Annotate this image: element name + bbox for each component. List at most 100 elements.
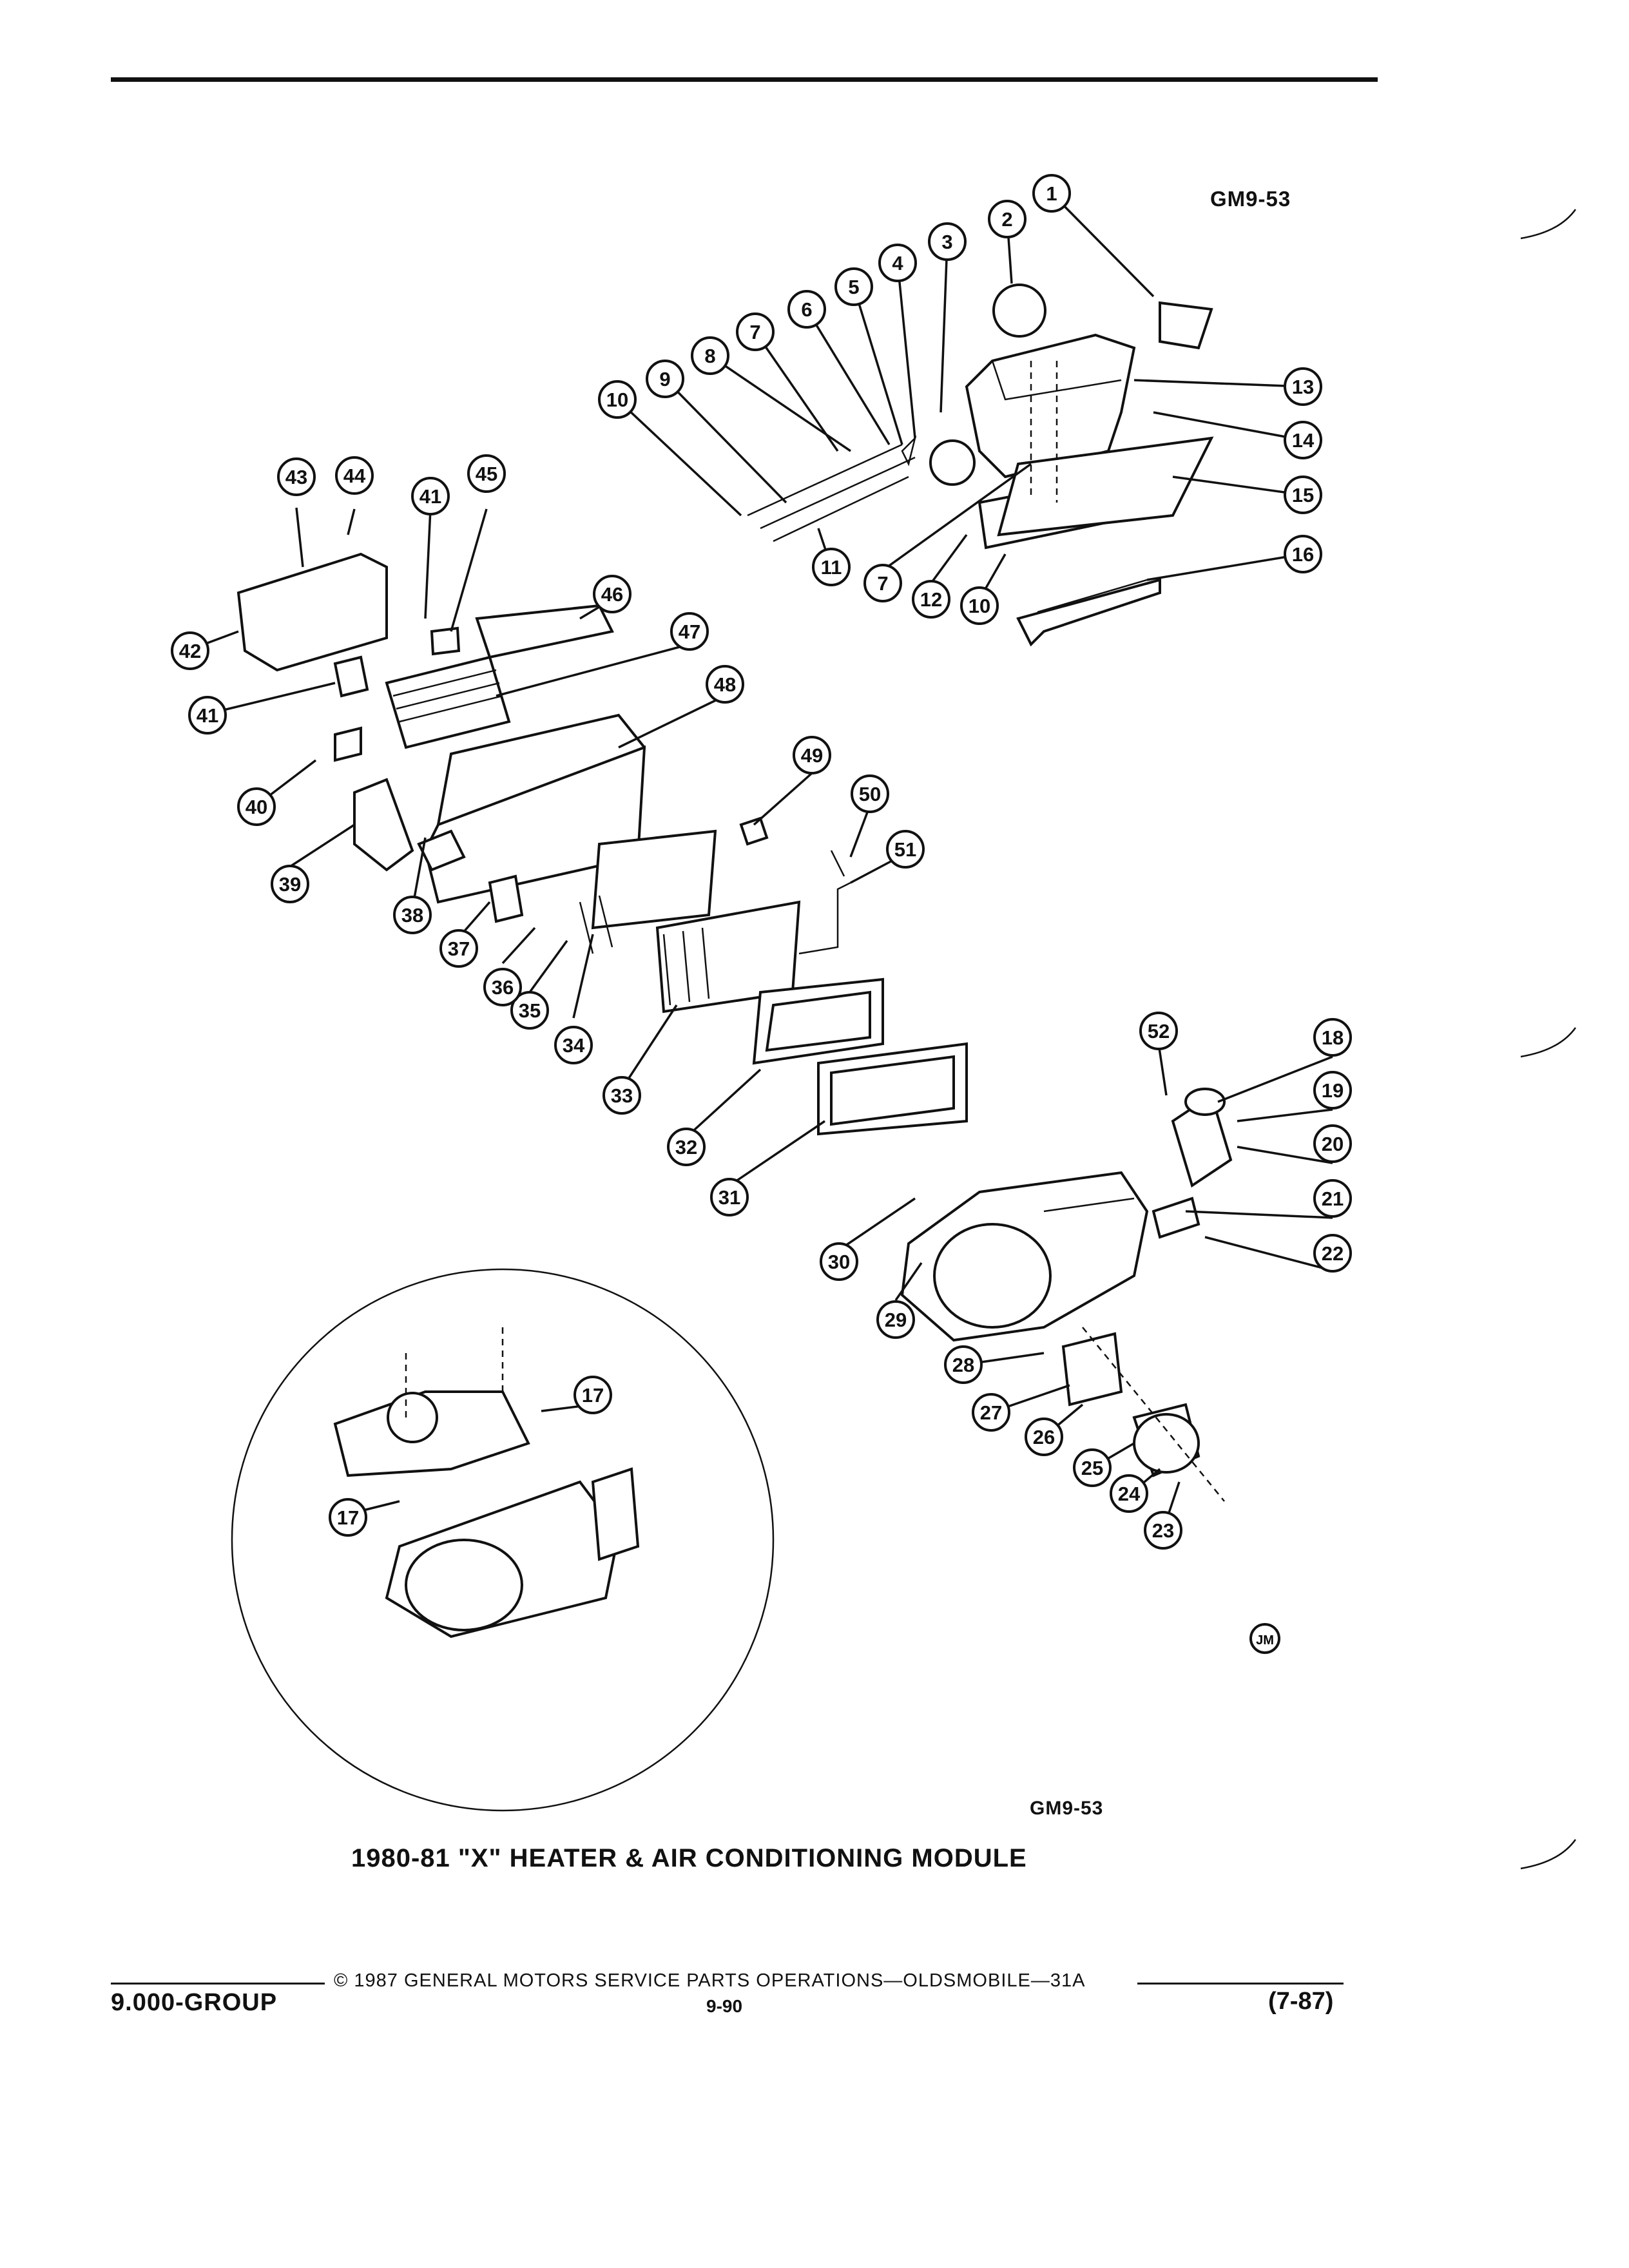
callout-circle: [863, 564, 902, 602]
callout-40: 40: [237, 787, 276, 826]
callout-number: 11: [821, 556, 842, 579]
callout-circle: [691, 336, 729, 375]
callout-circle: [483, 968, 522, 1006]
footer-rule-left: [111, 1983, 325, 1984]
callout-17: 17: [574, 1376, 612, 1414]
callout-number: 23: [1152, 1519, 1174, 1542]
callout-32: 32: [667, 1128, 706, 1166]
callout-circle: [188, 696, 227, 735]
callout-17: 17: [329, 1498, 367, 1537]
callout-number: 35: [519, 999, 541, 1022]
callout-circle: [237, 787, 276, 826]
callout-number: 5: [848, 276, 859, 298]
callout-31: 31: [710, 1178, 749, 1216]
callout-circle: [574, 1376, 612, 1414]
callout-43: 43: [277, 457, 316, 496]
callout-number: 4: [892, 252, 903, 274]
figure-code-top: GM9-53: [1210, 187, 1291, 211]
callout-circle: [277, 457, 316, 496]
callout-15: 15: [1284, 476, 1322, 514]
callout-circle: [928, 222, 967, 261]
callout-6: 6: [787, 290, 826, 329]
callout-number: 41: [197, 704, 218, 727]
callout-number: 25: [1081, 1457, 1103, 1479]
callout-circle: [1144, 1511, 1182, 1550]
callout-number: 27: [980, 1401, 1002, 1424]
callout-19: 19: [1313, 1071, 1352, 1110]
callout-number: 9: [659, 368, 670, 390]
callout-circle: [972, 1393, 1010, 1432]
callout-circle: [1025, 1418, 1063, 1456]
callout-8: 8: [691, 336, 729, 375]
callout-circle: [878, 244, 917, 282]
callout-circle: [1284, 535, 1322, 573]
callout-number: 17: [582, 1384, 604, 1407]
footer-rule-right: [1137, 1983, 1344, 1984]
callout-circle: [554, 1026, 593, 1064]
callout-28: 28: [944, 1345, 983, 1384]
callout-3: 3: [928, 222, 967, 261]
callout-45: 45: [467, 454, 506, 493]
callout-23: 23: [1144, 1511, 1182, 1550]
callout-number: 30: [828, 1251, 850, 1273]
callout-47: 47: [670, 612, 709, 651]
callout-circle: [988, 200, 1027, 238]
callout-33: 33: [602, 1076, 641, 1115]
callout-number: 2: [1001, 208, 1012, 231]
callout-circle: [787, 290, 826, 329]
callout-circle: [1313, 1124, 1352, 1163]
callout-29: 29: [876, 1300, 915, 1339]
callout-number: 47: [679, 620, 700, 643]
callout-circle: [710, 1178, 749, 1216]
callout-22: 22: [1313, 1234, 1352, 1273]
callout-number: 48: [714, 673, 736, 696]
callout-circle: [812, 548, 851, 586]
top-rule: [111, 77, 1378, 82]
callout-number: 49: [801, 744, 823, 767]
callout-number: 43: [285, 466, 307, 488]
callout-number: 41: [419, 485, 441, 508]
callout-circle: [1284, 367, 1322, 406]
callout-circle: [670, 612, 709, 651]
callout-51: 51: [886, 830, 925, 869]
margin-mark: [1520, 209, 1577, 240]
callout-46: 46: [593, 575, 631, 613]
callout-circle: [510, 991, 549, 1030]
callout-circle: [1110, 1474, 1148, 1513]
callout-circle: [1313, 1179, 1352, 1218]
callout-1: 1: [1032, 174, 1071, 213]
callout-circle: [886, 830, 925, 869]
callout-34: 34: [554, 1026, 593, 1064]
callout-7: 7: [863, 564, 902, 602]
callout-circle: [1313, 1018, 1352, 1057]
callout-number: 26: [1033, 1426, 1055, 1448]
callout-number: 17: [337, 1506, 359, 1529]
callout-39: 39: [271, 865, 309, 903]
callout-number: 44: [343, 465, 366, 487]
callout-circle: [646, 360, 684, 398]
callout-number: 13: [1292, 376, 1314, 398]
revision-date: (7-87): [1268, 1988, 1334, 2015]
callout-41: 41: [411, 477, 450, 515]
callout-number: 6: [801, 298, 812, 321]
callout-number: 40: [246, 796, 267, 818]
callout-number: 16: [1292, 543, 1314, 566]
figure-caption: 1980-81 "X" HEATER & AIR CONDITIONING MO…: [351, 1844, 1027, 1872]
callout-2: 2: [988, 200, 1027, 238]
callout-24: 24: [1110, 1474, 1148, 1513]
callout-36: 36: [483, 968, 522, 1006]
callout-number: 45: [476, 463, 497, 485]
callout-number: 14: [1292, 429, 1315, 452]
callout-number: 42: [179, 640, 201, 662]
callout-circle: [793, 736, 831, 774]
callout-9: 9: [646, 360, 684, 398]
callout-42: 42: [171, 631, 209, 670]
callout-number: 34: [563, 1034, 585, 1057]
callout-number: 10: [606, 389, 628, 411]
callout-number: 7: [749, 321, 760, 343]
callout-4: 4: [878, 244, 917, 282]
callout-number: 39: [279, 873, 301, 896]
callout-circle: [602, 1076, 641, 1115]
callout-circle: [944, 1345, 983, 1384]
